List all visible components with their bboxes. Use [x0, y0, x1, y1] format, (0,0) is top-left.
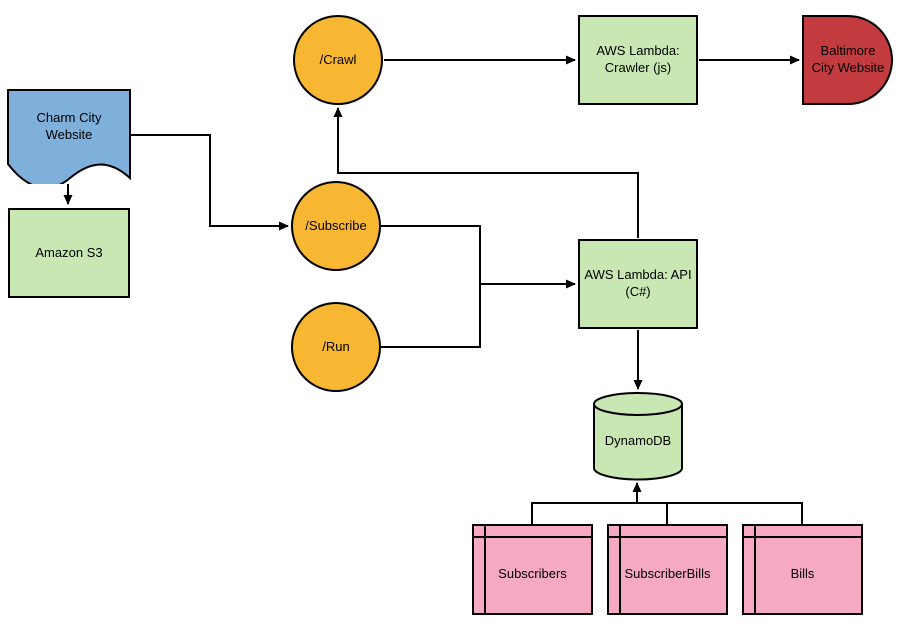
node-amazon-s3: Amazon S3: [8, 208, 130, 298]
subscriberbills-label: SubscriberBills: [624, 566, 711, 582]
table-header-line: [609, 536, 726, 538]
node-run: /Run: [291, 302, 381, 392]
lambda-api-label-line2: (C#): [625, 284, 651, 299]
table-header-line: [474, 536, 591, 538]
node-charm-city-website: Charm City Website: [6, 88, 132, 184]
charm-city-label: Charm City Website: [6, 88, 132, 143]
charm-city-label-line2: Website: [45, 126, 93, 142]
edge-subscribe-to-junction: [381, 225, 481, 284]
edge-lambda-api-to-crawl: [333, 107, 639, 238]
node-dynamodb: DynamoDB: [592, 392, 684, 482]
node-baltimore-city-website: Baltimore City Website: [802, 15, 894, 105]
subscribers-label: Subscribers: [498, 566, 567, 582]
dynamodb-label: DynamoDB: [604, 432, 672, 448]
document-shape: [7, 89, 131, 184]
node-table-subscribers: Subscribers: [472, 524, 593, 615]
table-key-column-line: [484, 526, 486, 613]
baltimore-label: Baltimore City Website: [812, 43, 885, 76]
node-lambda-api: AWS Lambda: API (C#): [578, 239, 698, 329]
edge-run-to-junction: [381, 284, 481, 348]
lambda-crawler-label: AWS Lambda: Crawler (js): [596, 43, 679, 76]
lambda-crawler-label-line2: Crawler (js): [604, 60, 672, 75]
node-table-bills: Bills: [742, 524, 863, 615]
lambda-api-label: AWS Lambda: API (C#): [584, 267, 691, 300]
node-crawl: /Crawl: [293, 15, 383, 105]
node-lambda-crawler: AWS Lambda: Crawler (js): [578, 15, 698, 105]
table-key-column-line: [754, 526, 756, 613]
amazon-s3-label: Amazon S3: [35, 244, 103, 260]
lambda-crawler-label-line1: AWS Lambda:: [596, 43, 680, 59]
charm-city-label-line1: Charm City: [36, 110, 102, 125]
edge-charmcity-to-subscribe: [131, 134, 289, 231]
baltimore-label-line1: Baltimore: [820, 43, 876, 59]
table-header-line: [744, 536, 861, 538]
cylinder-shape: [593, 392, 683, 481]
node-subscribe: /Subscribe: [291, 181, 381, 271]
bills-label: Bills: [790, 566, 815, 582]
crawl-label: /Crawl: [319, 51, 357, 67]
lambda-api-label-line1: AWS Lambda: API: [584, 267, 692, 283]
run-label: /Run: [322, 338, 350, 354]
delay-shape: [802, 15, 893, 105]
table-key-column-line: [619, 526, 621, 613]
subscribe-label: /Subscribe: [305, 217, 367, 233]
node-table-subscriberbills: SubscriberBills: [607, 524, 728, 615]
baltimore-label-line2: City Website: [811, 60, 885, 75]
